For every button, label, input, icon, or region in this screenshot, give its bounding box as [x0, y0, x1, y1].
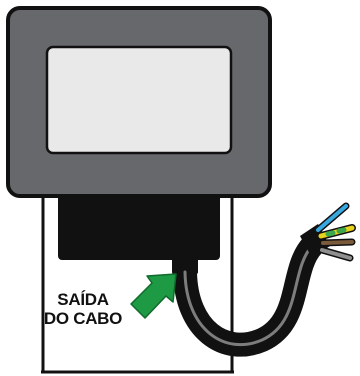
mounting-bracket: [41, 198, 234, 374]
cable-outlet-label-line1: SAÍDA: [57, 290, 109, 309]
cable-outlet-label: SAÍDA DO CABO: [40, 290, 126, 328]
cable-wires: [314, 202, 356, 262]
driver-box: [58, 192, 220, 260]
arrow-right-icon: [130, 273, 177, 319]
power-cable: [173, 234, 324, 357]
cable-outlet-label-line2: DO CABO: [43, 309, 123, 328]
floodlight-lens: [45, 45, 233, 155]
